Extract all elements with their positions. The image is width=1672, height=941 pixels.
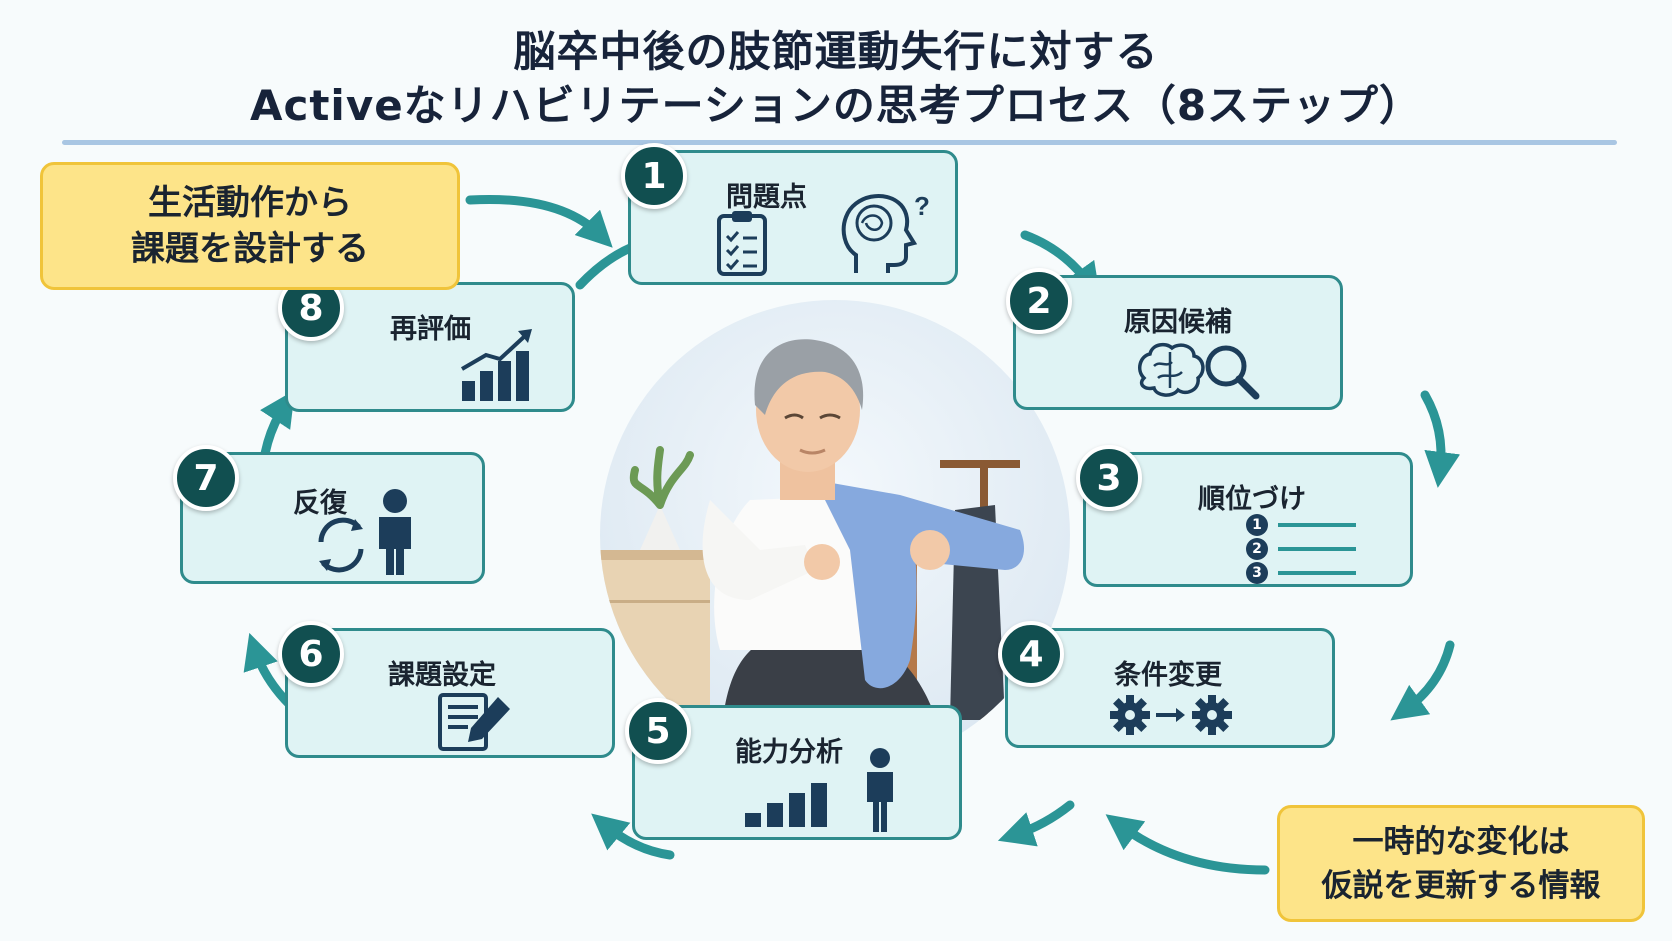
note-design-from-daily-activity: 生活動作から 課題を設計する xyxy=(40,162,460,290)
step-3-card: 3 順位づけ 1 2 3 xyxy=(1076,445,1413,587)
step-1-number: 1 xyxy=(621,143,687,209)
step-4-number: 4 xyxy=(998,621,1064,687)
step-6-label: 課題設定 xyxy=(388,660,496,691)
step-4-label: 条件変更 xyxy=(1114,660,1222,691)
note-bottom-line-1: 一時的な変化は xyxy=(1352,823,1570,860)
step-5-card: 5 能力分析 xyxy=(625,698,962,840)
arrow-2-to-3 xyxy=(1420,390,1461,488)
arrow-4-to-5 xyxy=(997,800,1075,847)
list-bullet-2: 2 xyxy=(1246,538,1268,560)
step-5-number: 5 xyxy=(625,698,691,764)
clipboard-checklist-icon xyxy=(717,211,767,276)
patient-illustration xyxy=(600,300,1070,770)
step-2-label: 原因候補 xyxy=(1124,307,1232,338)
note-top-line-1: 生活動作から xyxy=(148,183,352,223)
step-2-card: 2 原因候補 xyxy=(1006,268,1343,410)
step-7-number: 7 xyxy=(173,445,239,511)
note-bottom-line-2: 仮説を更新する情報 xyxy=(1321,867,1601,904)
step-2-number: 2 xyxy=(1006,268,1072,334)
step-1-label: 問題点 xyxy=(726,182,807,213)
numbered-list-icon: 1 2 3 xyxy=(1246,513,1356,585)
step-6-card: 6 課題設定 xyxy=(278,621,615,758)
bar-chart-person-icon xyxy=(745,748,893,832)
arrow-5-to-6 xyxy=(591,813,675,860)
arrow-note-top xyxy=(465,194,613,248)
list-bullet-3: 3 xyxy=(1246,562,1268,584)
growth-chart-icon xyxy=(460,329,532,401)
arrow-note-bottom xyxy=(1105,814,1270,875)
head-brain-question-icon: ? xyxy=(841,191,930,273)
svg-text:?: ? xyxy=(914,191,930,221)
step-1-card: 1 問題点 ? xyxy=(621,143,958,285)
step-7-label: 反復 xyxy=(293,488,347,519)
step-4-card: 4 条件変更 xyxy=(998,621,1335,748)
gear-arrow-gear-icon xyxy=(1110,695,1232,735)
step-6-number: 6 xyxy=(278,621,344,687)
title-line-2: Activeなリハビリテーションの思考プロセス（8ステップ） xyxy=(249,81,1423,130)
cycle-person-icon xyxy=(318,489,411,575)
step-3-label: 順位づけ xyxy=(1198,484,1306,515)
step-5-label: 能力分析 xyxy=(735,737,843,768)
step-7-card: 7 反復 xyxy=(173,445,485,584)
step-3-number: 3 xyxy=(1076,445,1142,511)
note-temporary-change-info: 一時的な変化は 仮説を更新する情報 xyxy=(1277,805,1645,922)
arrow-3-to-4 xyxy=(1390,640,1455,721)
document-pencil-icon xyxy=(438,693,510,751)
step-8-card: 8 再評価 xyxy=(278,275,575,412)
note-top-line-2: 課題を設計する xyxy=(131,229,369,269)
step-8-label: 再評価 xyxy=(390,314,471,345)
list-bullet-1: 1 xyxy=(1246,514,1268,536)
title-line-1: 脳卒中後の肢節運動失行に対する xyxy=(513,27,1159,76)
title-divider xyxy=(62,140,1617,145)
brain-magnifier-icon xyxy=(1138,342,1260,400)
